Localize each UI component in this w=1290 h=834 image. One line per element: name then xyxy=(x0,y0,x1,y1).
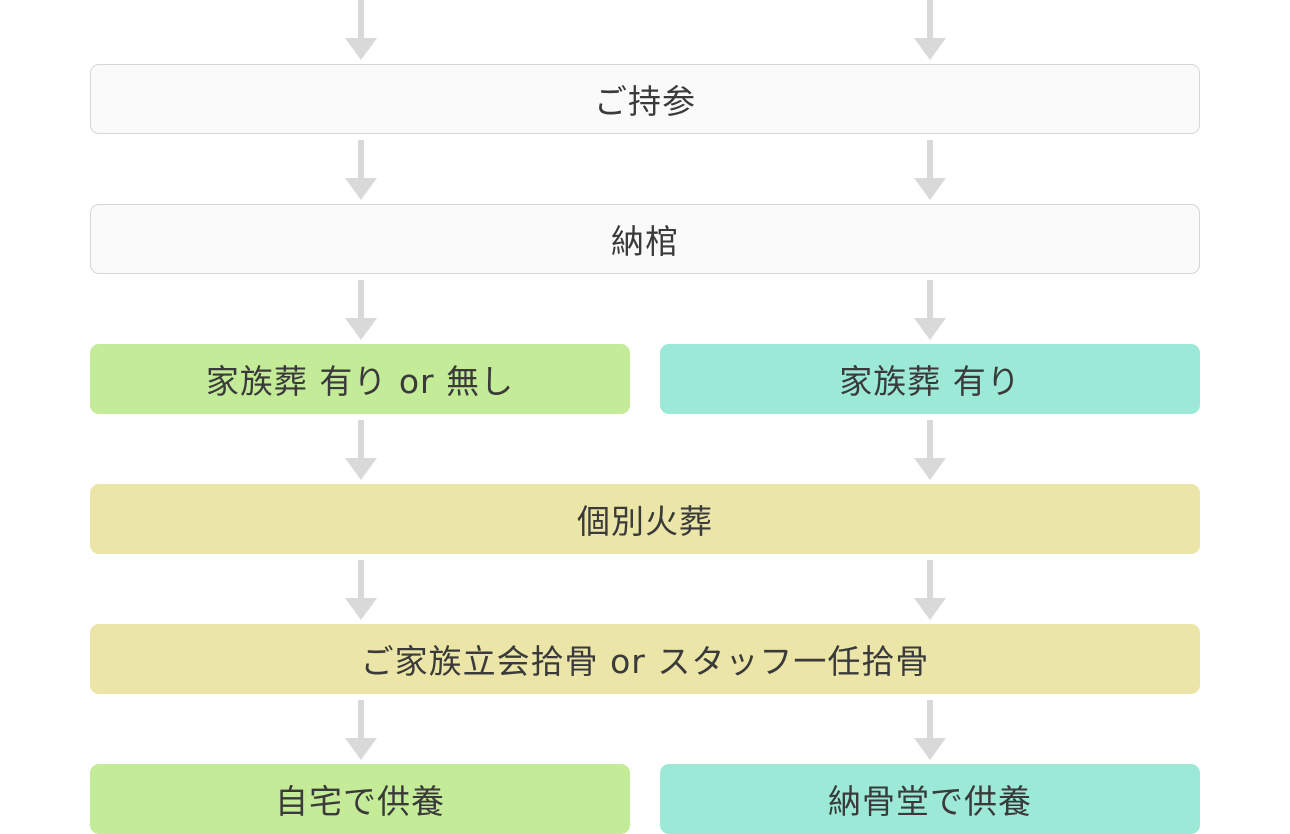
flow-arrow-down-left-4 xyxy=(345,420,377,480)
step-memorial-ossuary-label: 納骨堂で供養 xyxy=(828,782,1032,821)
flow-arrow-down-left-6 xyxy=(345,700,377,760)
step-family-funeral-optional-label: 家族葬 有り or 無し xyxy=(205,362,515,401)
step-family-funeral-optional: 家族葬 有り or 無し xyxy=(90,344,630,414)
step-nokan-label: 納棺 xyxy=(611,222,679,261)
flow-arrow-down-right-3 xyxy=(914,280,946,340)
step-memorial-home: 自宅で供養 xyxy=(90,764,630,834)
flow-arrow-down-right-5 xyxy=(914,560,946,620)
step-jisan: ご持参 xyxy=(90,64,1200,134)
step-family-funeral-yes-label: 家族葬 有り xyxy=(839,362,1021,401)
flow-arrow-down-right-6 xyxy=(914,700,946,760)
step-jisan-label: ご持参 xyxy=(594,82,696,121)
flow-arrow-down-left-3 xyxy=(345,280,377,340)
step-memorial-ossuary: 納骨堂で供養 xyxy=(660,764,1200,834)
step-nokan: 納棺 xyxy=(90,204,1200,274)
step-family-funeral-yes: 家族葬 有り xyxy=(660,344,1200,414)
step-individual-cremation-label: 個別火葬 xyxy=(577,502,713,541)
flow-arrow-down-right-2 xyxy=(914,140,946,200)
step-bone-collection-label: ご家族立会拾骨 or スタッフ一任拾骨 xyxy=(360,642,930,681)
flow-arrow-down-left-5 xyxy=(345,560,377,620)
step-individual-cremation: 個別火葬 xyxy=(90,484,1200,554)
step-memorial-home-label: 自宅で供養 xyxy=(275,782,445,821)
step-bone-collection: ご家族立会拾骨 or スタッフ一任拾骨 xyxy=(90,624,1200,694)
flow-arrow-down-left-1 xyxy=(345,0,377,60)
flow-arrow-down-right-1 xyxy=(914,0,946,60)
flow-arrow-down-left-2 xyxy=(345,140,377,200)
flow-arrow-down-right-4 xyxy=(914,420,946,480)
